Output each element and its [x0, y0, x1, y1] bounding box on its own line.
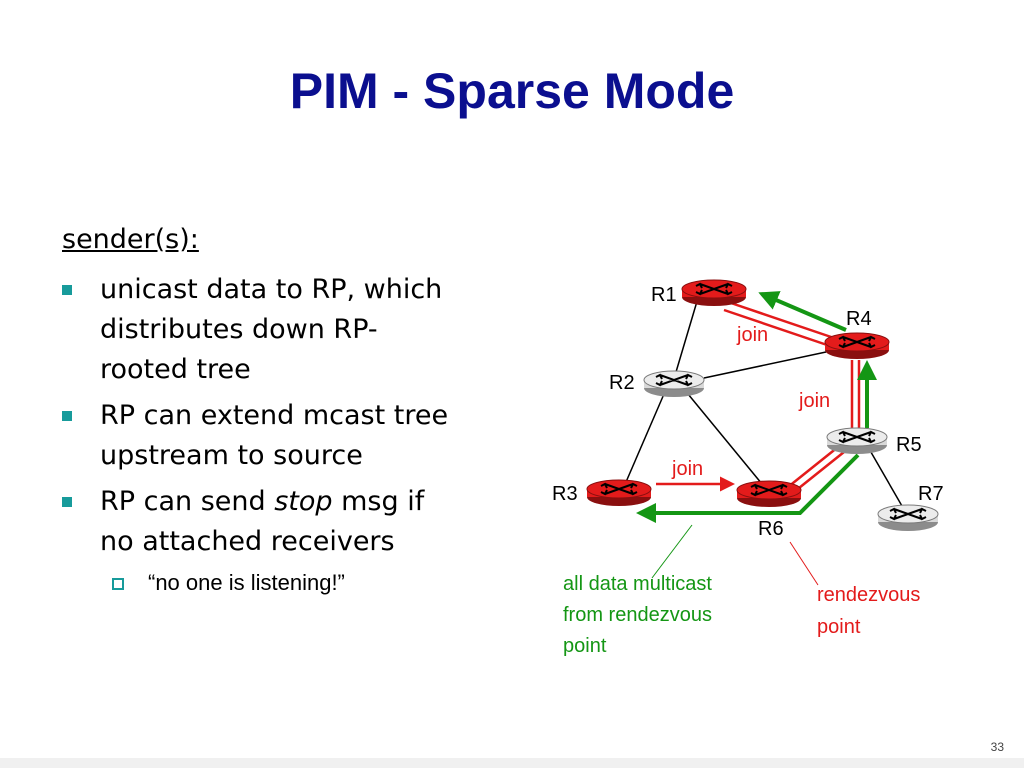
router-label-r5: R5: [896, 434, 922, 456]
bullet-line: RP can send stop msg if: [100, 482, 502, 522]
link-r2-r6: [687, 393, 763, 485]
router-labels: R1 R2 R3 R4 R5 R6 R7: [552, 284, 944, 540]
link-r2-r3: [625, 393, 665, 483]
join-label-r3-r6: join: [671, 458, 703, 480]
router-icon: [750, 483, 788, 497]
join-path-r5-r6-b: [793, 451, 845, 493]
bullet-line: upstream to source: [100, 440, 363, 471]
sub-bullet-text: “no one is listening!”: [148, 570, 345, 595]
bullet-text-after: msg if: [332, 486, 425, 517]
square-bullet-icon: [62, 497, 72, 507]
router-r1: [681, 279, 747, 306]
callout-multicast: all data multicast from rendezvous point: [563, 573, 712, 657]
senders-heading: sender(s):: [62, 224, 199, 255]
join-path-r5-r6-a: [787, 446, 839, 488]
slide-title: PIM - Sparse Mode: [289, 63, 735, 119]
router-icon: [838, 430, 876, 444]
bullet-stop-msg: RP can send stop msg if no attached rece…: [62, 482, 502, 562]
router-icon: [655, 373, 693, 387]
network-links: [625, 297, 903, 507]
hollow-square-bullet-icon: [112, 578, 124, 590]
bullet-text-before: RP can send: [100, 486, 275, 517]
bullet-line: unicast data to RP, which: [100, 274, 443, 305]
router-r2: [643, 370, 705, 397]
router-icon: [889, 507, 927, 521]
footer-band: [0, 758, 1024, 768]
router-label-r2: R2: [609, 372, 635, 394]
square-bullet-icon: [62, 411, 72, 421]
router-label-r4: R4: [846, 308, 872, 330]
router-icon: [838, 335, 876, 349]
router-label-r6: R6: [758, 518, 784, 540]
router-r6: [736, 480, 802, 507]
join-label-r1-r4: join: [736, 324, 768, 346]
bullet-unicast: unicast data to RP, which distributes do…: [62, 270, 502, 390]
bullet-extend-tree: RP can extend mcast tree upstream to sou…: [62, 396, 502, 476]
router-label-r1: R1: [651, 284, 677, 306]
link-r1-r2: [675, 297, 699, 373]
join-labels: join join join: [671, 324, 830, 480]
bullet-text-italic: stop: [274, 486, 333, 517]
callout-multicast-line: point: [563, 635, 607, 657]
text-block: sender(s): unicast data to RP, which dis…: [62, 220, 502, 598]
multicast-paths: [636, 291, 877, 523]
router-label-r3: R3: [552, 483, 578, 505]
callout-multicast-line: from rendezvous: [563, 604, 712, 626]
router-r3: [586, 479, 652, 506]
link-r2-r4: [703, 351, 827, 379]
join-paths: [656, 300, 861, 493]
link-r5-r7: [867, 446, 903, 507]
callout-rendezvous: rendezvous point: [817, 584, 920, 638]
callout-pointer-multicast: [651, 524, 693, 579]
multicast-arrow-r5-r3: [636, 453, 860, 523]
router-label-r7: R7: [918, 483, 944, 505]
router-icon: [695, 282, 733, 296]
callout-rendezvous-line: point: [817, 616, 861, 638]
sub-bullet-no-one-listening: “no one is listening!”: [62, 568, 502, 598]
router-r5: [826, 427, 888, 454]
join-label-r4-r5: join: [798, 390, 830, 412]
callout-multicast-line: all data multicast: [563, 573, 712, 595]
bullet-line: rooted tree: [100, 354, 251, 385]
callout-rendezvous-line: rendezvous: [817, 584, 920, 606]
bullet-line: RP can extend mcast tree: [100, 400, 449, 431]
page-number: 33: [990, 740, 1004, 754]
router-icon: [600, 482, 638, 496]
callout-pointer-rendezvous: [789, 541, 819, 586]
join-path-r1-r4-a: [727, 300, 841, 342]
router-r7: [877, 504, 939, 531]
bullet-line: distributes down RP-: [100, 314, 378, 345]
router-r4: [824, 332, 890, 359]
bullet-line: no attached receivers: [100, 526, 395, 557]
multicast-arrow-r4-r1: [758, 291, 847, 332]
square-bullet-icon: [62, 285, 72, 295]
join-path-r1-r4-b: [723, 308, 837, 350]
